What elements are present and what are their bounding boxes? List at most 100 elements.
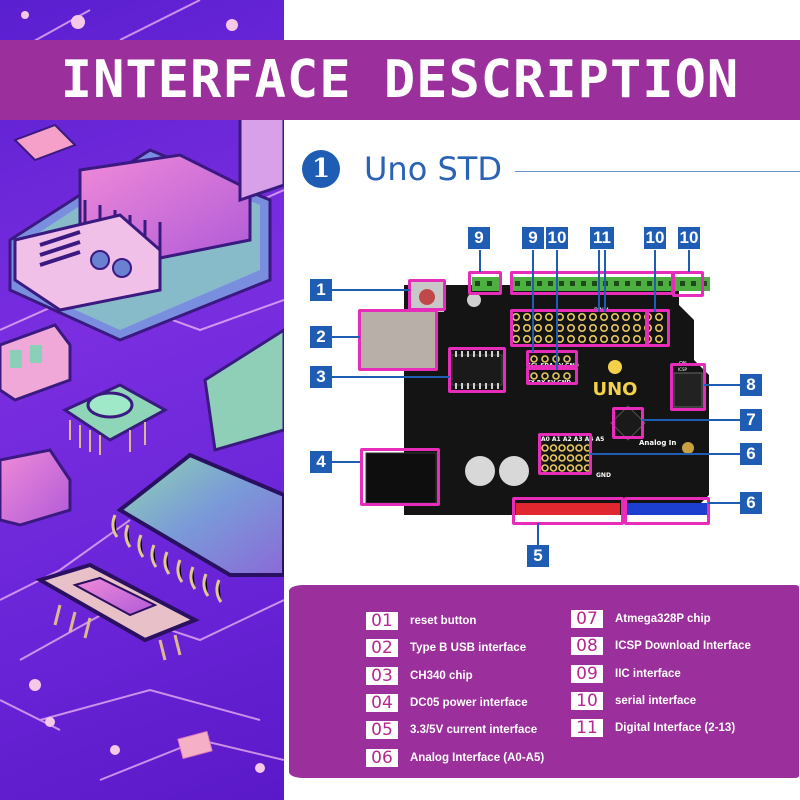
- pad: [654, 313, 663, 322]
- header-pin: [475, 281, 480, 286]
- pad: [588, 324, 597, 333]
- callout-10-serial-header: 10: [678, 227, 700, 249]
- red-power-header: [516, 503, 620, 515]
- connector-block: [0, 323, 72, 402]
- pad: [541, 444, 549, 452]
- pad: [621, 335, 630, 344]
- callout-6-analog-header: 6: [740, 492, 762, 514]
- button-chip: [61, 383, 169, 455]
- ch340-pins: [455, 351, 499, 389]
- title-banner: INTERFACE DESCRIPTION: [0, 40, 800, 120]
- header-pin: [537, 281, 542, 286]
- gear-logo-icon: [608, 360, 622, 374]
- legend-number: 09: [571, 664, 603, 683]
- mounting-pad: [682, 442, 694, 454]
- highlight-digital-header: [510, 271, 674, 295]
- pad: [544, 324, 553, 333]
- leader-6b: [708, 502, 740, 504]
- analog-pad-grid: [541, 444, 592, 472]
- callout-7-atmega: 7: [740, 409, 762, 431]
- header-pin: [515, 281, 520, 286]
- highlight-serial-row: [526, 367, 578, 385]
- side-module: [203, 328, 284, 452]
- header-pin: [570, 281, 575, 286]
- header-pin: [702, 281, 707, 286]
- leader-11a: [598, 250, 600, 312]
- pad: [621, 324, 630, 333]
- leader-8: [704, 384, 740, 386]
- highlight-iic-pads: [526, 350, 578, 368]
- leader-9b: [532, 250, 534, 352]
- icsp-label: ICSP: [678, 367, 688, 372]
- pad: [566, 454, 575, 462]
- pad: [563, 355, 571, 363]
- pad: [575, 464, 583, 472]
- legend-number: 01: [366, 612, 398, 630]
- header-pin: [487, 281, 492, 286]
- pad: [610, 324, 619, 333]
- pad: [541, 355, 549, 363]
- legend-label: IIC interface: [615, 667, 681, 680]
- header-pin: [614, 281, 619, 286]
- pad: [566, 335, 575, 344]
- blue-analog-header: [627, 503, 707, 515]
- analog-row-label: A0 A1 A2 A3 A4 A5: [541, 436, 604, 443]
- small-chip-bottom: [177, 730, 213, 760]
- pad: [541, 372, 549, 380]
- green-header-digital: [512, 277, 710, 291]
- header-pin: [680, 281, 685, 286]
- legend-label: DC05 power interface: [410, 696, 528, 709]
- header-pin: [548, 281, 553, 286]
- pad: [523, 335, 532, 344]
- highlight-analog-pads: [538, 433, 592, 475]
- usb-b-connector: [359, 310, 437, 370]
- module-board: [8, 148, 272, 342]
- pad: [575, 454, 583, 462]
- pad: [541, 464, 549, 472]
- legend-label: reset button: [410, 615, 477, 627]
- pad: [599, 335, 608, 344]
- pink-module: [0, 448, 72, 527]
- highlight-power-header: [512, 497, 624, 525]
- legend-item: 09 IIC interface: [571, 664, 681, 683]
- legend-label: ICSP Download Interface: [615, 640, 751, 653]
- header-pin: [526, 281, 531, 286]
- pad: [523, 324, 532, 333]
- leader-9a: [479, 250, 481, 272]
- pad: [563, 372, 571, 380]
- pad: [534, 324, 543, 333]
- callout-11-digital: 11: [590, 227, 614, 249]
- legend-number: 04: [366, 693, 398, 712]
- pad: [610, 335, 619, 344]
- legend-item: 04 DC05 power interface: [366, 693, 528, 712]
- leader-10a: [556, 250, 558, 370]
- capacitor-2: [499, 456, 529, 486]
- capacitor-1: [465, 456, 495, 486]
- legend-label: Atmega328P chip: [615, 613, 711, 625]
- trace-pads: [21, 11, 265, 773]
- icsp-header: [673, 372, 703, 408]
- section-title: Uno STD: [364, 150, 502, 188]
- pad: [621, 313, 630, 322]
- callout-1-reset: 1: [310, 279, 332, 301]
- pad: [566, 313, 575, 322]
- pad: [566, 444, 575, 452]
- pad: [632, 324, 641, 333]
- pad: [523, 313, 532, 322]
- section-heading: 1 Uno STD: [302, 150, 502, 188]
- pad: [558, 454, 566, 462]
- pad: [549, 444, 558, 452]
- highlight-digital-pads: [510, 309, 648, 347]
- large-ic: [111, 452, 284, 603]
- legend-number: 03: [366, 666, 398, 685]
- legend-number: 07: [571, 610, 603, 628]
- leader-6a: [590, 453, 740, 455]
- board-diagram: UNO Analog In A0 A1 A2 A3 A4 A5 SCL SDA …: [284, 215, 800, 575]
- legend-label: CH340 chip: [410, 669, 473, 682]
- legend-label: Type B USB interface: [410, 642, 527, 655]
- legend-label: Analog Interface (A0-A5): [410, 751, 545, 764]
- banner-title: INTERFACE DESCRIPTION: [60, 50, 740, 110]
- header-pin: [625, 281, 630, 286]
- highlight-ch340: [448, 347, 506, 393]
